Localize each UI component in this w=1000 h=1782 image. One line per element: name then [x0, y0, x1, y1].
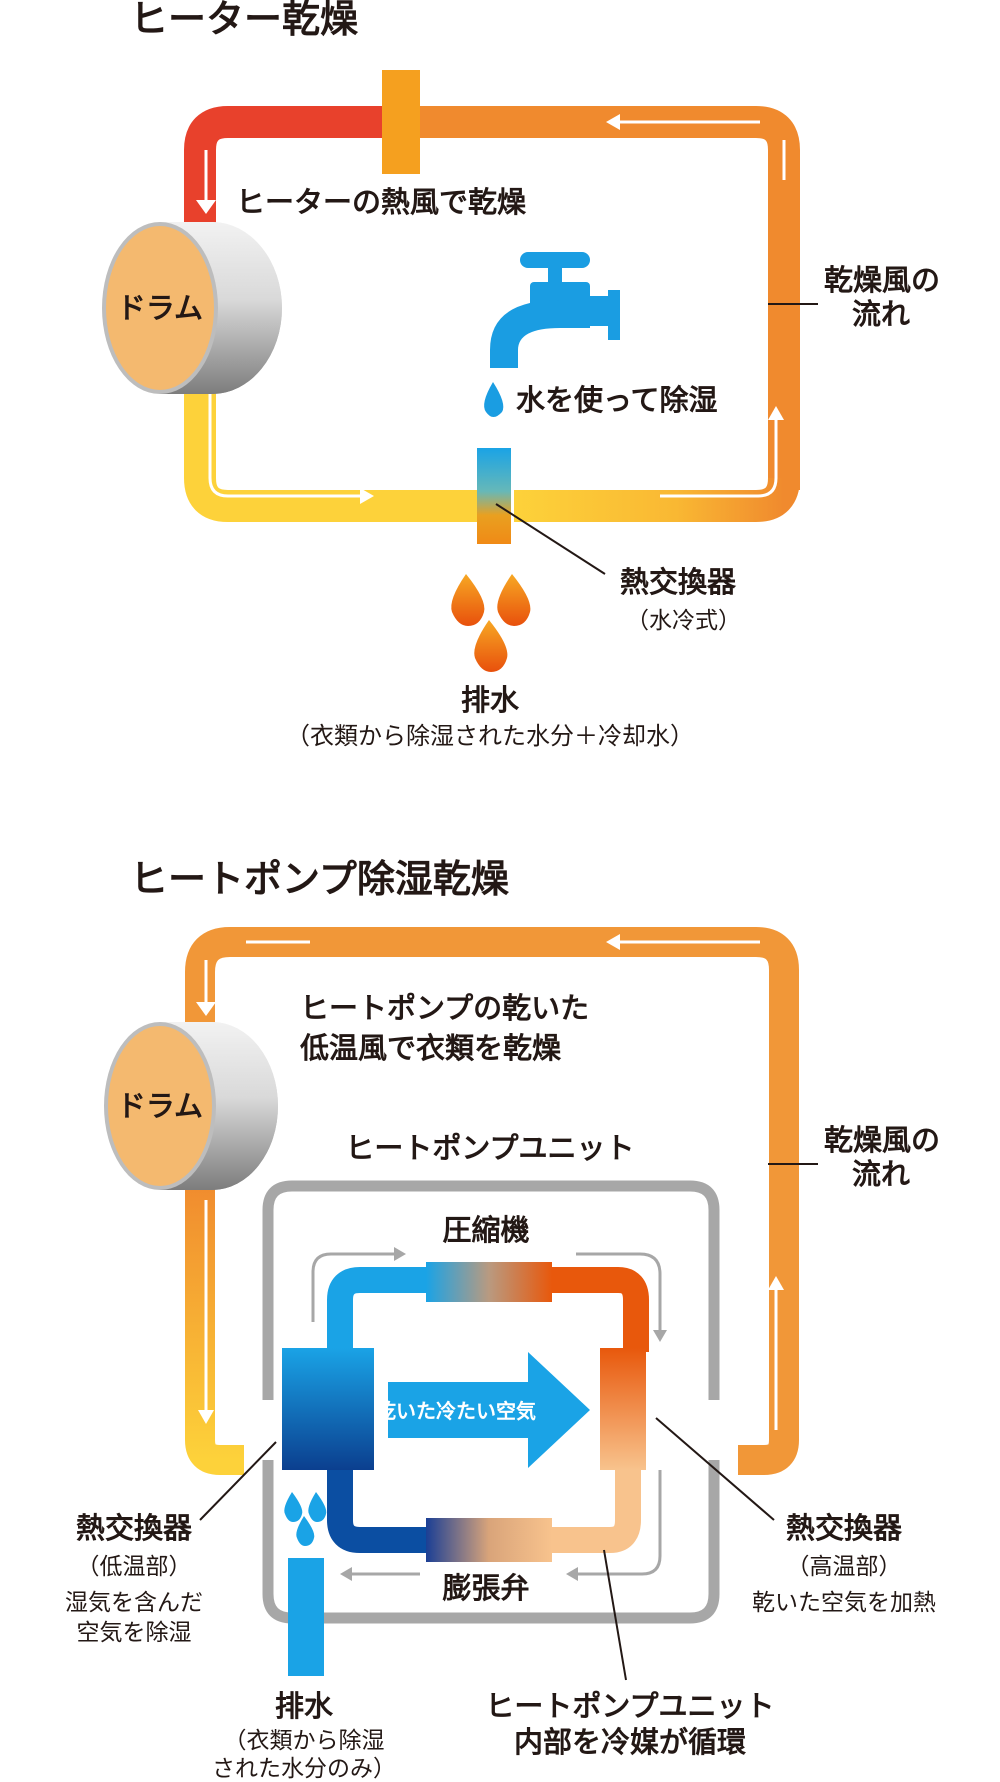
drain-note: （衣類から除湿された水分＋冷却水） [286, 722, 694, 750]
drain-note-1: （衣類から除湿 [224, 1728, 385, 1754]
dry-air-arrow-icon [388, 1352, 590, 1468]
dry-air-label: 乾いた冷たい空気 [376, 1399, 536, 1423]
arrow-icon [768, 406, 784, 420]
hx-label: 熱交換器 [620, 565, 737, 599]
arrow-icon [198, 1410, 214, 1424]
expansion-label: 膨張弁 [442, 1571, 529, 1605]
airflow-label-2: 流れ [852, 297, 910, 331]
heatpump-caption-1: ヒートポンプの乾いた [300, 991, 589, 1025]
hx-low-label: 熱交換器 [76, 1511, 193, 1545]
arrow-icon [653, 1330, 667, 1342]
airflow-label-1: 乾燥風の [824, 263, 940, 297]
leader-line [495, 503, 606, 575]
expansion-valve-block [426, 1518, 552, 1562]
drain-label: 排水 [275, 1689, 334, 1723]
drum-label: ドラム [117, 1089, 203, 1123]
arrow-icon [566, 1567, 578, 1581]
heatpump-airflow-duct [185, 927, 799, 1475]
water-drop-icon [484, 382, 504, 417]
heatpump-caption-2: 低温風で衣類を乾燥 [299, 1031, 562, 1065]
hx-low-sublabel: （低温部） [77, 1554, 192, 1580]
drum-icon [102, 222, 282, 394]
hx-high-sublabel: （高温部） [787, 1554, 902, 1580]
heater-title: ヒーター乾燥 [130, 0, 359, 41]
arrow-icon [340, 1567, 352, 1581]
water-drop-icon [497, 574, 531, 626]
drum-label: ドラム [117, 291, 203, 325]
leader-line [199, 1441, 277, 1521]
arrow-icon [768, 1276, 784, 1290]
water-drop-icon [284, 1492, 303, 1522]
hx-low-desc-2: 空気を除湿 [77, 1620, 192, 1646]
refrigerant-note-2: 内部を冷媒が循環 [514, 1725, 747, 1759]
heater-airflow-duct [184, 106, 800, 522]
dehumidify-caption: 水を使って除湿 [516, 383, 718, 417]
arrow-icon [360, 488, 374, 504]
airflow-label-1: 乾燥風の [824, 1123, 940, 1157]
heat-exchanger-low-temp [282, 1348, 374, 1470]
drain-pipe [288, 1558, 324, 1676]
drain-drops [284, 1492, 327, 1546]
heatpump-unit-frame [312, 1460, 720, 1624]
arrow-icon [196, 1002, 216, 1016]
refrigerant-note-1: ヒートポンプユニット [485, 1689, 774, 1723]
water-drop-icon [308, 1492, 327, 1522]
arrow-icon [606, 114, 620, 130]
arrow-icon [196, 200, 216, 214]
arrow-icon [606, 934, 620, 950]
drain-label: 排水 [461, 683, 520, 717]
hx-high-label: 熱交換器 [786, 1511, 903, 1545]
hot-air-caption: ヒーターの熱風で乾燥 [236, 185, 527, 219]
refrigerant-flow-arrows [311, 1252, 662, 1576]
faucet-icon [490, 252, 620, 368]
leader-line [603, 1549, 627, 1681]
hx-high-desc: 乾いた空気を加熱 [752, 1590, 936, 1616]
hx-sublabel: （水冷式） [626, 608, 741, 634]
compressor-label: 圧縮機 [442, 1213, 529, 1247]
compressor-block [426, 1262, 552, 1302]
drain-drops [451, 574, 531, 672]
heat-exchanger-high-temp [600, 1348, 646, 1470]
arrow-icon [394, 1247, 406, 1261]
unit-label: ヒートポンプユニット [345, 1131, 634, 1165]
heatpump-title: ヒートポンプ除湿乾燥 [130, 857, 510, 901]
water-drop-icon [451, 574, 485, 626]
refrigerant-circuit [327, 1267, 649, 1553]
drum-icon [104, 1022, 278, 1190]
airflow-label-2: 流れ [852, 1157, 910, 1191]
heat-exchanger-water-cooled [477, 448, 511, 544]
water-drop-icon [296, 1516, 315, 1546]
water-drop-icon [474, 620, 508, 672]
drain-note-2: された水分のみ） [212, 1756, 396, 1782]
heatpump-unit-frame [262, 1180, 720, 1400]
leader-line [655, 1417, 775, 1521]
hx-low-desc-1: 湿気を含んだ [65, 1590, 203, 1616]
heater-block [382, 70, 420, 174]
